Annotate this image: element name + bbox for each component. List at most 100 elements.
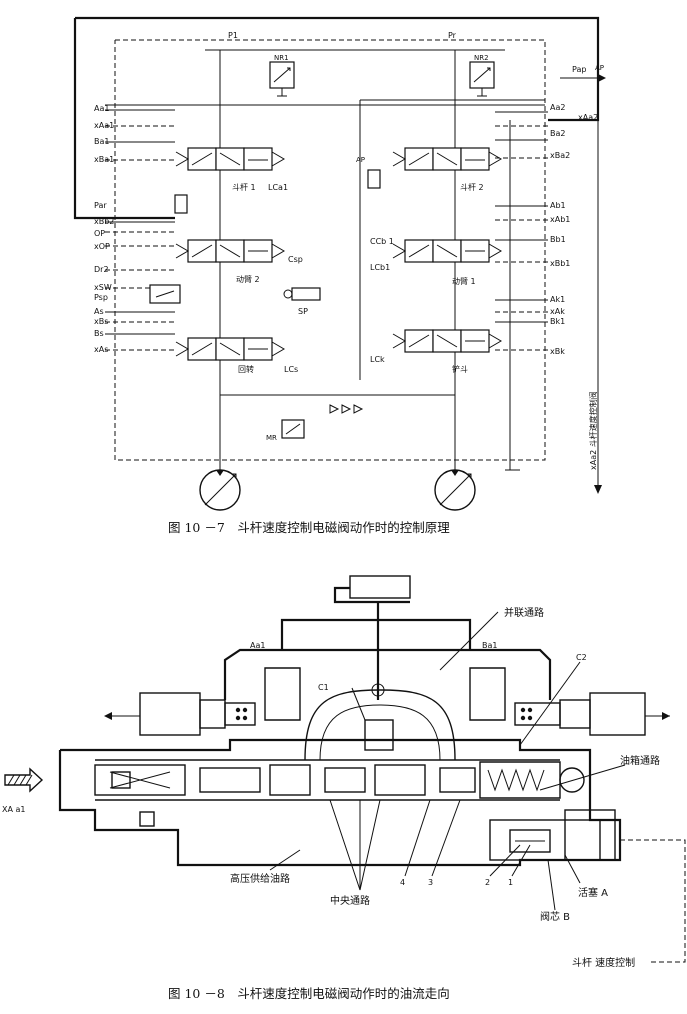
port-label: xBk <box>550 347 565 356</box>
label-mr: MR <box>266 434 277 442</box>
port-ba1-chamber <box>469 667 506 721</box>
right-spring-chamber <box>479 761 585 799</box>
label-tank-passage: 油箱通路 <box>620 754 660 767</box>
caption-fig10-7: 图 10 －7 斗杆速度控制电磁阀动作时的控制原理 <box>168 520 450 535</box>
port-label: Dr2 <box>94 265 109 274</box>
port-label: Psp <box>94 293 108 302</box>
label-number-1: 1 <box>508 878 513 887</box>
label-parallel-passage: 并联通路 <box>504 606 544 619</box>
port-label: Ab1 <box>550 201 566 210</box>
label-high-pressure-supply: 高压供给油路 <box>230 872 290 885</box>
central-bridge-inner <box>319 704 441 761</box>
upper-body-outline <box>223 618 552 700</box>
port-aa1-chamber <box>264 667 301 721</box>
side-note: xAa2 斗杆速度控制阀 <box>588 391 598 470</box>
left-port-labels: Aa1 xAa1 Ba1 xBa1 Par xBb2 OP xOP Dr2 xS… <box>94 104 114 354</box>
label-number-2: 2 <box>485 878 490 887</box>
port-label: Bk1 <box>550 317 565 326</box>
label-nr1: NR1 <box>274 54 289 62</box>
label-c1: C1 <box>318 683 329 692</box>
right-solenoid-assembly <box>514 692 670 736</box>
label-csp: Csp <box>288 255 303 264</box>
port-label: Ba2 <box>550 129 565 138</box>
relief-valve-nr1 <box>269 61 295 97</box>
valve-arm2 <box>392 147 502 171</box>
label-number-4: 4 <box>400 878 405 887</box>
label-ap-top: AP <box>595 64 604 72</box>
leader-lines <box>269 611 626 911</box>
xa-input-arrow-icon <box>4 767 44 793</box>
port-label: xAs <box>94 345 108 354</box>
label-piston-a: 活塞 A <box>578 886 608 899</box>
check-valves-bottom <box>329 404 364 414</box>
port-label: As <box>94 307 104 316</box>
spool-bore <box>95 759 560 801</box>
frame-left-line <box>73 18 175 220</box>
label-lcs: LCs <box>284 365 298 374</box>
port-label: Par <box>94 201 107 210</box>
label-ba1: Ba1 <box>482 641 497 650</box>
central-bridge <box>304 689 456 761</box>
port-label: xSW <box>94 283 112 292</box>
valve-swing <box>175 337 285 361</box>
label-aa1: Aa1 <box>250 641 265 650</box>
port-label: xAa1 <box>94 121 114 130</box>
top-solenoid-cap <box>333 586 410 604</box>
port-label: xBa2 <box>550 151 570 160</box>
solenoid-psp <box>149 284 181 304</box>
lock-plug <box>139 811 155 827</box>
left-port-lines <box>105 109 175 351</box>
label-pr: Pr <box>448 31 457 40</box>
right-port-labels: Aa2 xAa2 Ba2 xBa2 Ab1 xAb1 Bb1 xBb1 Ak1 … <box>550 103 598 356</box>
label-lca1: LCa1 <box>268 183 288 192</box>
orifice-circle <box>371 683 385 697</box>
label-boom2: 动臂 2 <box>236 274 260 284</box>
pump-right <box>434 469 476 511</box>
schematic-figure: P1 Pr NR1 NR2 Pap AP Aa1 xAa1 Ba1 xBa1 P… <box>73 16 606 535</box>
main-body-outline <box>58 738 622 867</box>
valve-bucket <box>392 329 502 353</box>
main-spool <box>94 764 476 796</box>
label-arm1: 斗杆 1 <box>232 182 256 192</box>
block-sp <box>283 287 321 301</box>
label-number-3: 3 <box>428 878 433 887</box>
pilot-loop-dashed <box>114 39 546 461</box>
port-label: Aa1 <box>94 104 109 113</box>
port-label: OP <box>94 229 105 238</box>
port-label: xOP <box>94 242 110 251</box>
right-port-lines <box>495 111 548 351</box>
port-label: xAa2 <box>578 113 598 122</box>
port-label: xBa1 <box>94 155 114 164</box>
label-bucket: 铲斗 <box>452 364 468 374</box>
label-sp: SP <box>298 307 308 316</box>
label-speed-control: 斗杆 速度控制 <box>572 956 635 969</box>
label-ccb1: CCb 1 <box>370 237 394 246</box>
frame-top-line <box>75 16 600 122</box>
valve-arm1 <box>175 147 285 171</box>
control-line-dashed <box>620 839 686 963</box>
port-label: Aa2 <box>550 103 565 112</box>
label-pap: Pap <box>572 65 586 74</box>
label-spool-b: 阀芯 B <box>540 910 570 923</box>
label-center-passage: 中央通路 <box>330 894 370 907</box>
port-label: Bb1 <box>550 235 566 244</box>
control-arrow-icon <box>594 485 602 494</box>
accumulator-ap <box>367 169 381 189</box>
relief-valve-nr2 <box>469 61 495 97</box>
port-label: xBs <box>94 317 108 326</box>
label-ap-mid: AP <box>356 156 365 164</box>
check-valve-par <box>174 194 188 214</box>
port-label: Bs <box>94 329 104 338</box>
left-solenoid-assembly <box>104 692 256 736</box>
top-solenoid <box>349 575 411 599</box>
label-xa-a1: XA a1 <box>2 805 26 814</box>
port-label: xAk <box>550 307 565 316</box>
port-label: Ba1 <box>94 137 109 146</box>
label-swing: 回转 <box>238 364 254 374</box>
label-boom1: 动臂 1 <box>452 276 476 286</box>
port-label: Ak1 <box>550 295 565 304</box>
port-label: xBb1 <box>550 259 570 268</box>
piston-chamber <box>489 809 616 861</box>
cross-section-figure: 并联通路 Aa1 Ba1 C1 C2 油箱通路 XA a1 高压供给油路 中央通… <box>2 575 686 1001</box>
